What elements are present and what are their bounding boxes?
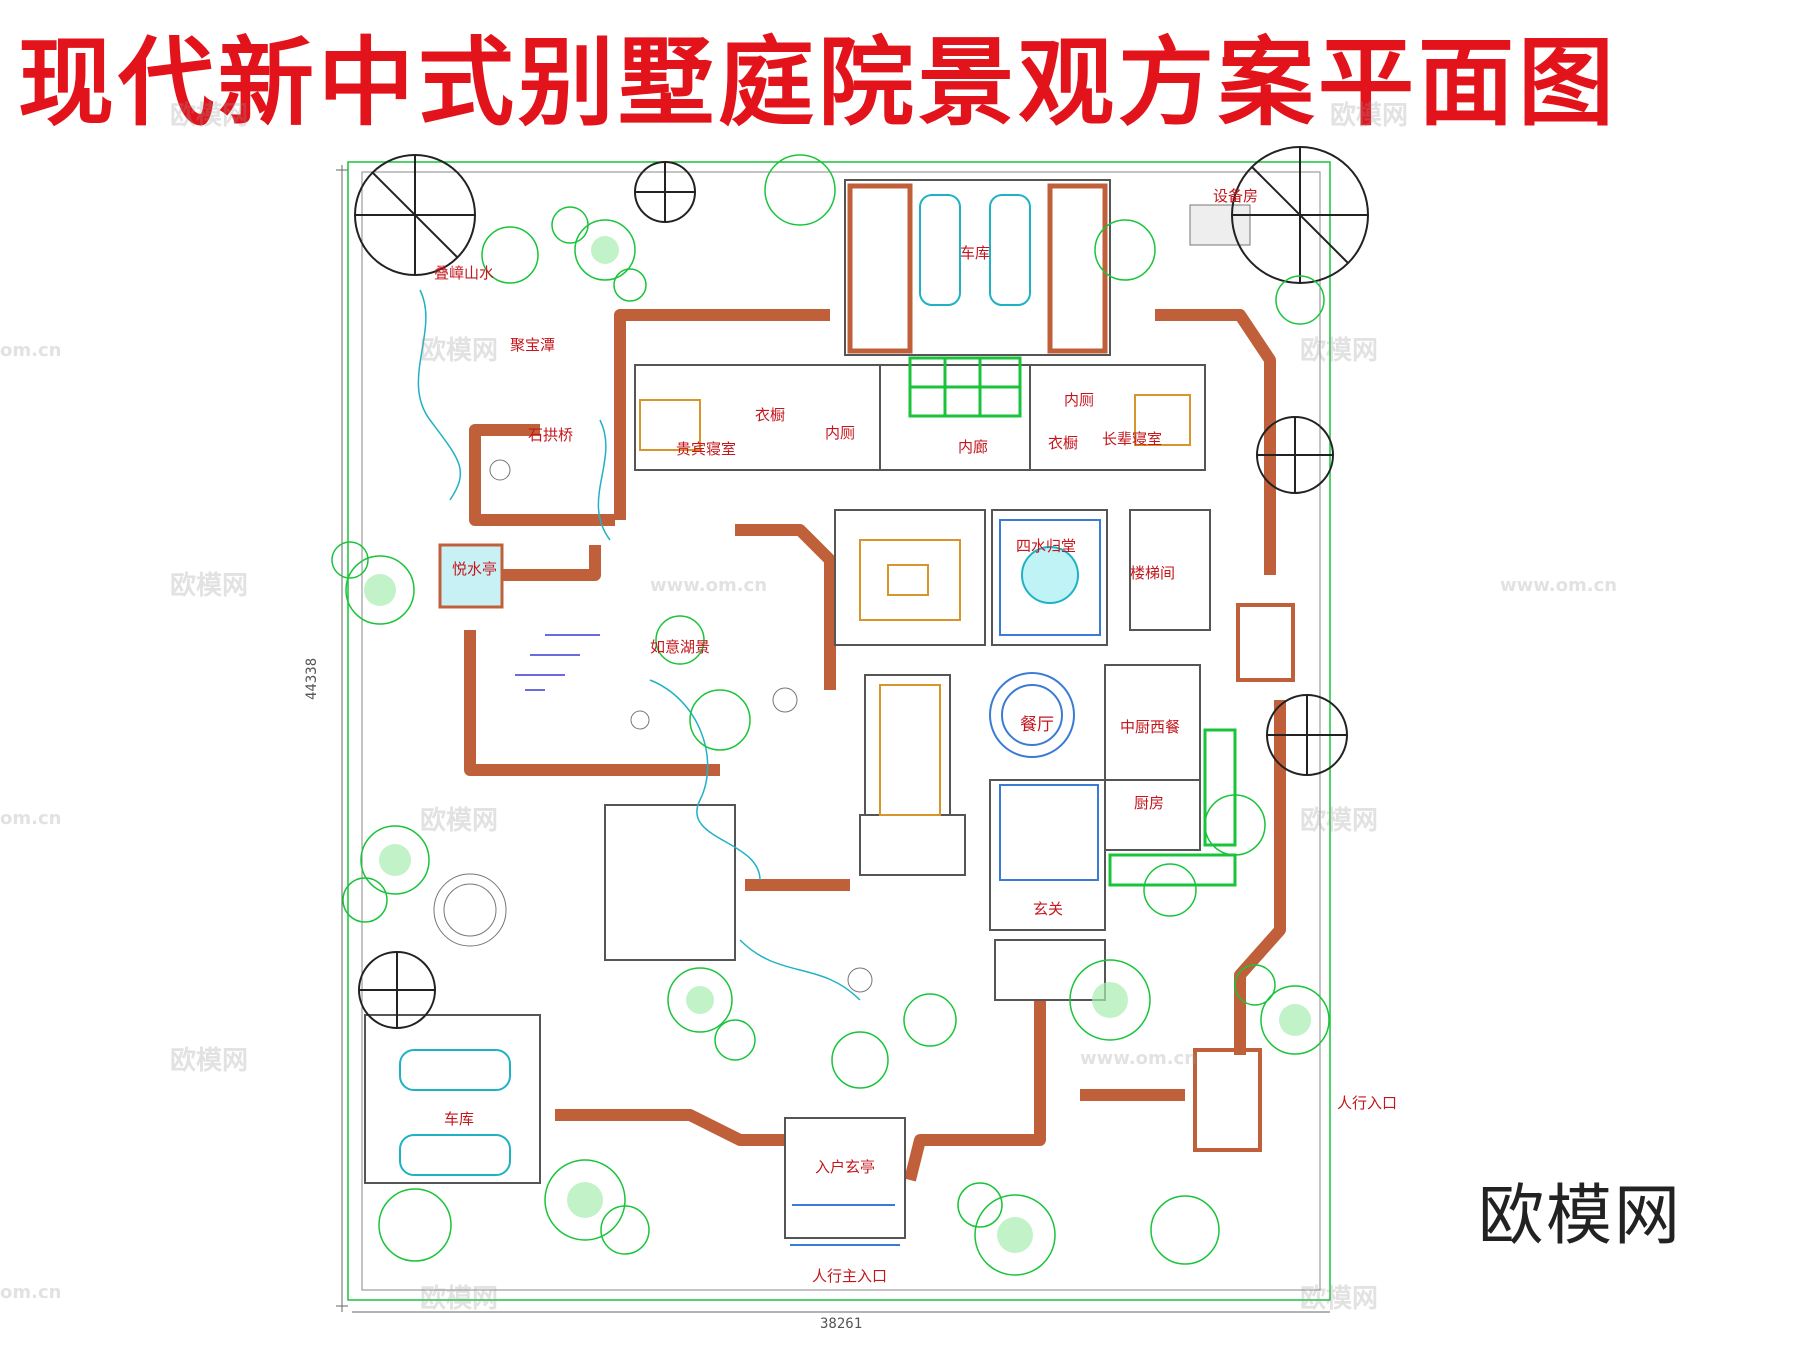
label-yueshuiting: 悦水亭 xyxy=(452,560,498,578)
drawing-title: 现代新中式别墅庭院景观方案平面图 xyxy=(18,27,1618,139)
side-paving xyxy=(1193,1048,1262,1152)
garage-top xyxy=(844,179,1111,356)
label-foyer: 玄关 xyxy=(1033,900,1064,918)
watermark: 欧模网 xyxy=(1300,336,1379,366)
label-stairs: 楼梯间 xyxy=(1130,564,1176,582)
watermark: om.cn xyxy=(0,340,62,361)
watermark: 欧模网 xyxy=(170,1046,249,1076)
garage-bottom xyxy=(364,1014,541,1184)
watermark: 欧模网 xyxy=(1330,101,1409,131)
tree-symbols xyxy=(354,146,1369,1029)
courtyards xyxy=(999,519,1101,881)
watermark: www.om.cn xyxy=(650,575,768,596)
watermark: 欧模网 xyxy=(420,1284,499,1314)
label-toilet-right: 内厕 xyxy=(1064,391,1095,409)
label-shigongqiao: 石拱桥 xyxy=(528,426,574,444)
watermark: www.om.cn xyxy=(1500,575,1618,596)
label-jubaotan: 聚宝潭 xyxy=(510,336,556,354)
dimension-width: 38261 xyxy=(820,1316,863,1332)
label-garage-top: 车库 xyxy=(960,244,991,262)
label-toilet-left: 内厕 xyxy=(825,424,856,442)
watermark: 欧模网 xyxy=(420,336,499,366)
label-main-entrance: 人行主入口 xyxy=(812,1267,888,1285)
label-side-entrance: 人行入口 xyxy=(1337,1094,1398,1112)
rock-garden xyxy=(433,459,873,993)
label-elder-bedroom: 长辈寝室 xyxy=(1102,430,1163,448)
label-garage-bottom: 车库 xyxy=(444,1110,475,1128)
water xyxy=(417,289,861,1001)
pavilion xyxy=(438,543,504,609)
label-kitchen-mix: 中厨西餐 xyxy=(1120,718,1181,736)
site-boundary xyxy=(347,161,1331,1301)
label-guest-bedroom: 贵宾寝室 xyxy=(676,440,737,458)
watermark: 欧模网 xyxy=(420,806,499,836)
watermark: 欧模网 xyxy=(170,571,249,601)
shrub-fills xyxy=(364,236,1311,1253)
planter-walls xyxy=(464,309,1286,1182)
watermark: 欧模网 xyxy=(1300,1284,1379,1314)
label-equipment: 设备房 xyxy=(1213,187,1259,205)
glazed-corridor xyxy=(908,356,1237,887)
label-wardrobe-right: 衣橱 xyxy=(1048,434,1079,452)
dimension-lines xyxy=(336,165,1330,1313)
label-ruyihu: 如意湖景 xyxy=(650,638,711,656)
label-kitchen: 厨房 xyxy=(1134,794,1165,812)
building xyxy=(604,364,1211,1239)
brand-mark: 欧模网 xyxy=(1478,1177,1682,1254)
equipment-room xyxy=(1189,204,1251,246)
dimension-height: 44338 xyxy=(304,657,320,700)
dining-table xyxy=(989,672,1075,758)
label-corridor: 内廊 xyxy=(958,438,989,456)
entry-steps xyxy=(790,1204,900,1246)
label-sishui: 四水归堂 xyxy=(1016,537,1077,555)
watermark: om.cn xyxy=(0,1282,62,1303)
label-wardrobe-left: 衣橱 xyxy=(755,406,786,424)
shrub-clusters xyxy=(331,154,1330,1276)
label-entry-pavilion: 入户玄亭 xyxy=(815,1158,876,1176)
watermark: om.cn xyxy=(0,808,62,829)
watermark: 欧模网 xyxy=(1300,806,1379,836)
label-dining: 餐厅 xyxy=(1020,715,1054,735)
watermark: www.om.cn xyxy=(1080,1048,1198,1069)
furniture xyxy=(639,394,1191,816)
watermark: 欧模网 xyxy=(170,101,249,131)
label-diezhang: 叠嶂山水 xyxy=(434,264,495,282)
